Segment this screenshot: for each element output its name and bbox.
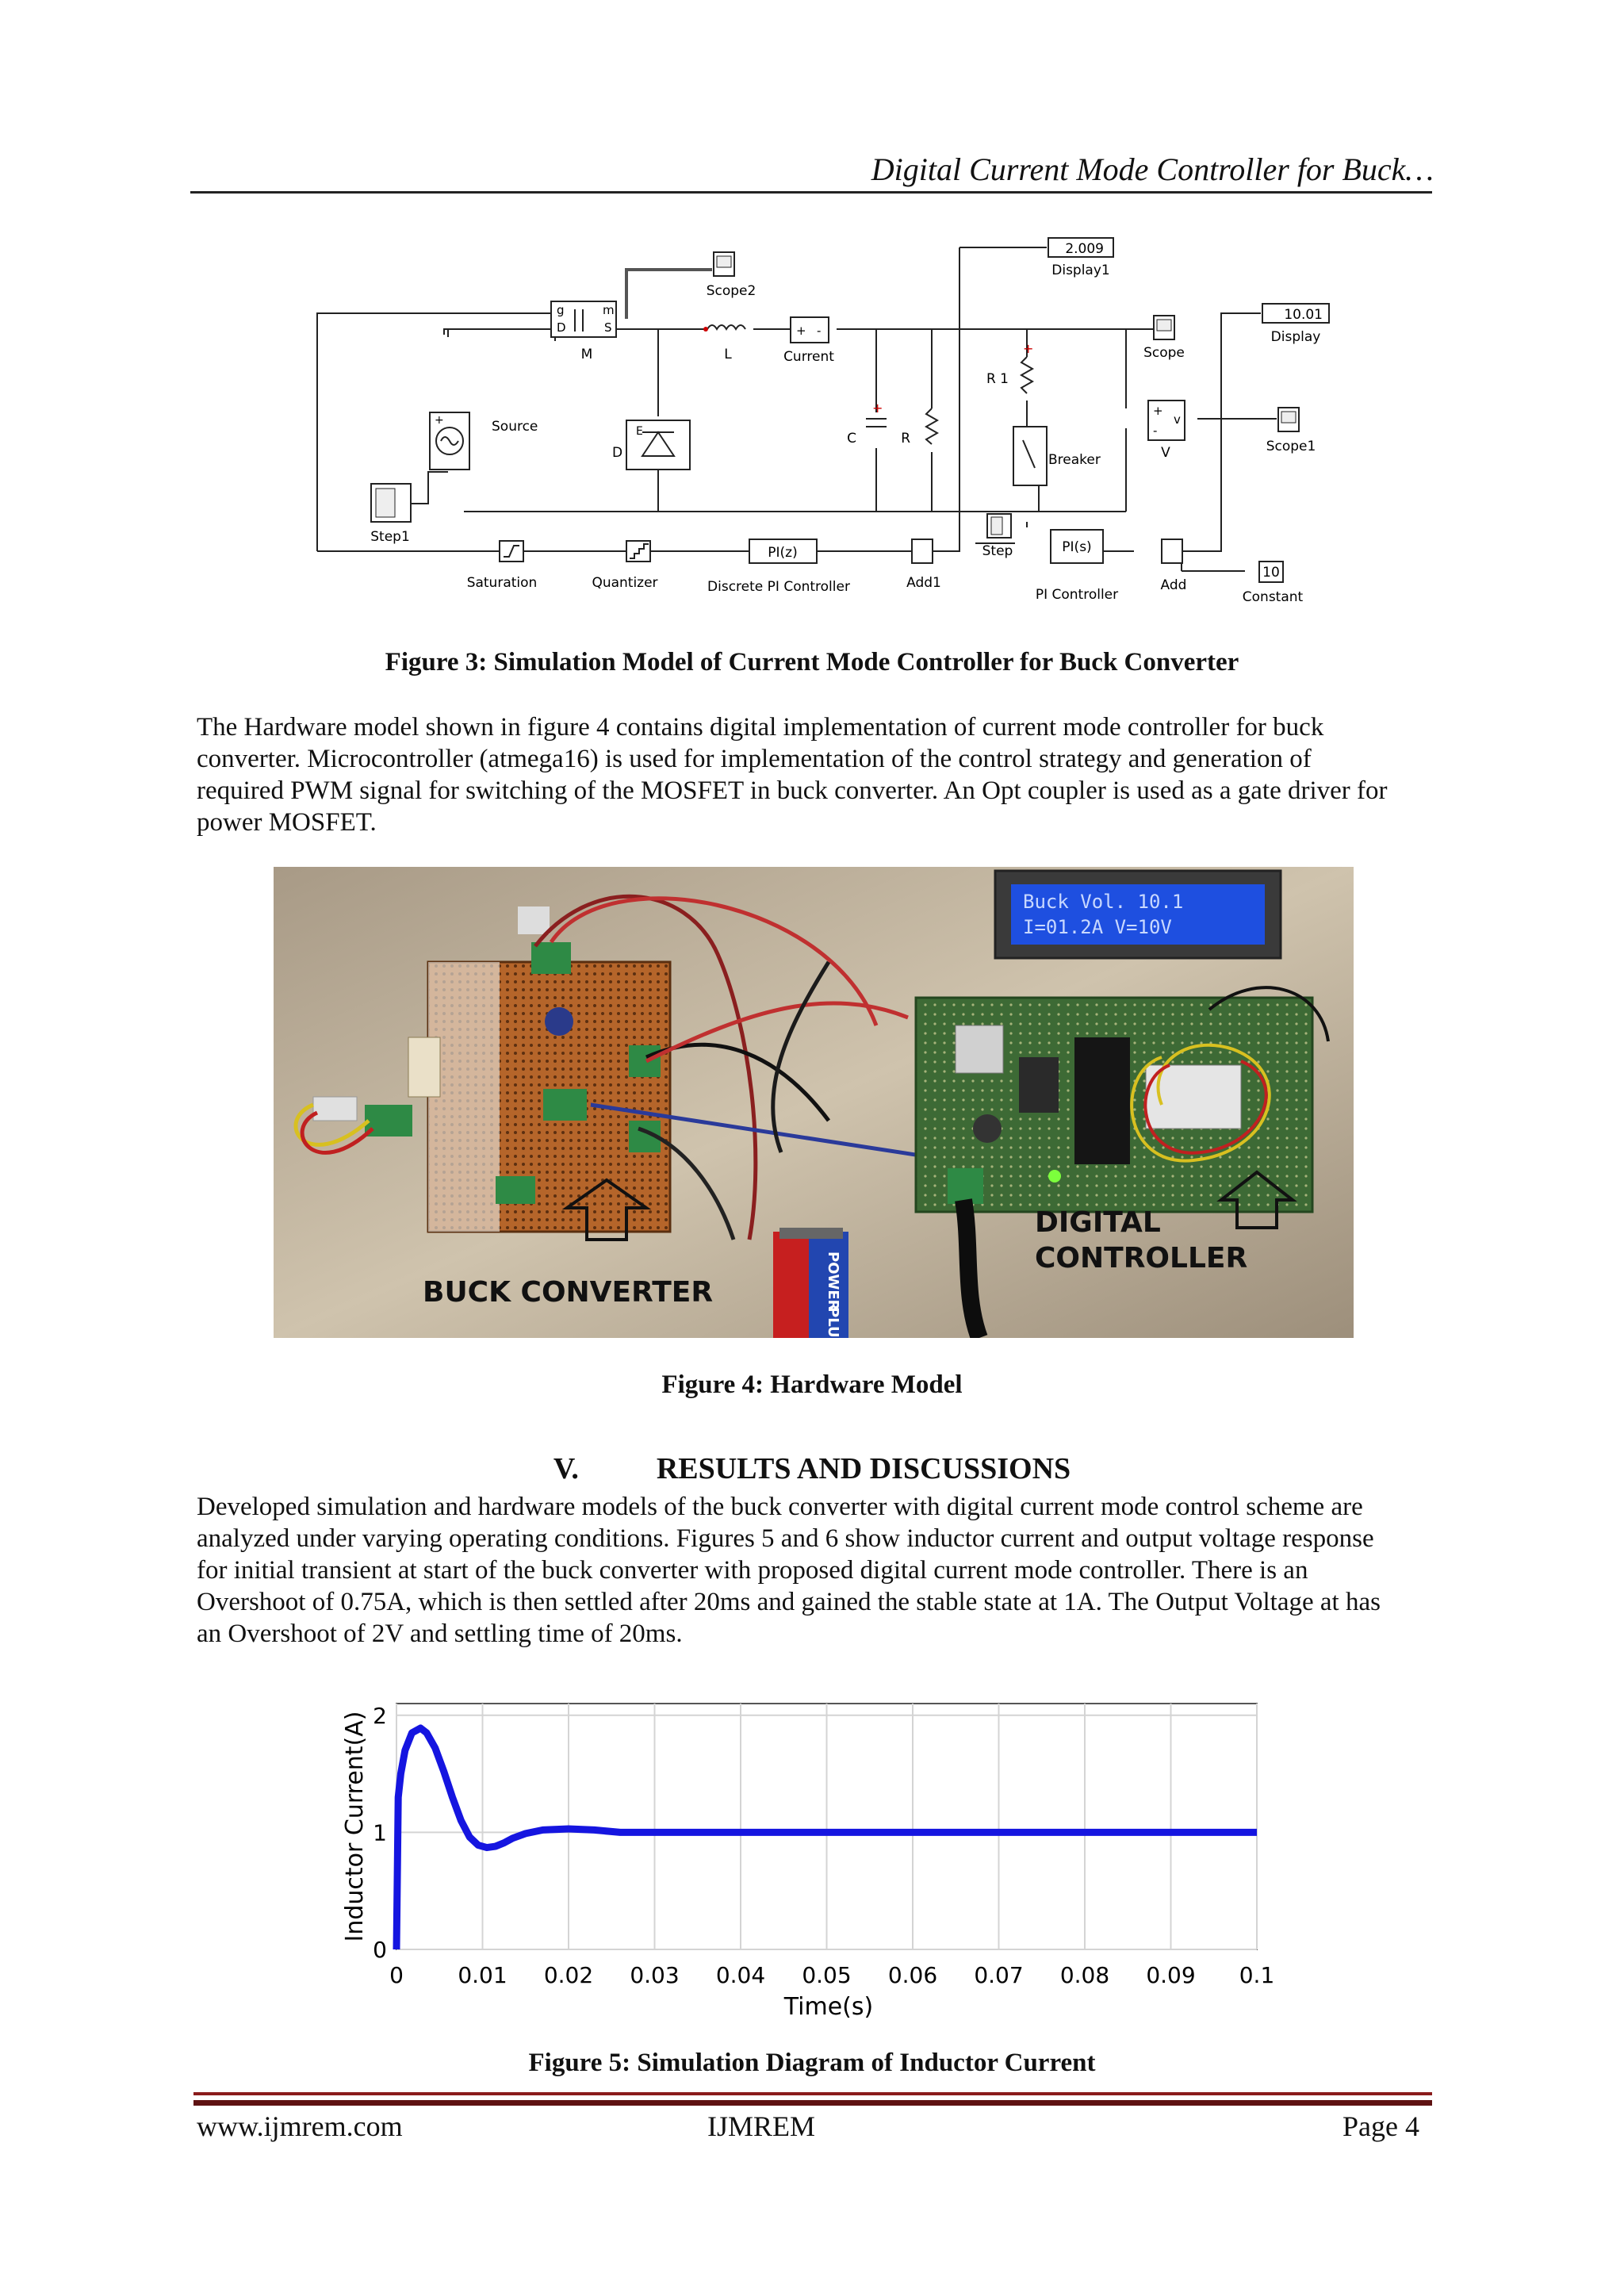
running-title: Digital Current Mode Controller for Buck… (871, 151, 1434, 187)
footer-rule-top (193, 2092, 1432, 2095)
svg-text:-: - (1153, 424, 1157, 438)
svg-text:g: g (557, 303, 565, 317)
y-tick-label: 0 (373, 1937, 387, 1963)
diode-label: D (612, 445, 622, 461)
figure5-caption: Figure 5: Simulation Diagram of Inductor… (528, 2049, 1096, 2077)
x-tick-label: 0.09 (1146, 1962, 1195, 1988)
label-controller: CONTROLLER (1035, 1242, 1247, 1274)
scope2-label: Scope2 (707, 283, 756, 299)
current-label: Current (783, 349, 834, 365)
display1-label: Display1 (1051, 263, 1109, 278)
footer-website: www.ijmrem.com (197, 2110, 403, 2142)
svg-text:D: D (557, 320, 566, 335)
svg-text:E: E (636, 425, 643, 438)
scope-label: Scope (1143, 345, 1185, 361)
y-tick-label: 1 (373, 1819, 387, 1846)
battery-text-plus: PLUS (825, 1307, 841, 1338)
constant-label: Constant (1243, 589, 1304, 605)
series-inductor-current (393, 1724, 1257, 1950)
pi-z-block: PI(z) (768, 545, 797, 561)
pi-s-block: PI(s) (1062, 539, 1091, 555)
paragraph-results: Developed simulation and hardware models… (197, 1491, 1429, 1650)
x-axis-label: Time(s) (783, 1993, 873, 2021)
x-tick-label: 0.02 (544, 1962, 593, 1988)
saturation-label: Saturation (467, 575, 538, 591)
constant-value: 10 (1262, 565, 1280, 581)
x-tick-label: 0.04 (716, 1962, 765, 1988)
x-tick-label: 0.06 (888, 1962, 937, 1988)
svg-text:+: + (1023, 341, 1033, 356)
footer-journal: IJMREM (707, 2110, 816, 2142)
x-tick-label: 0.08 (1060, 1962, 1109, 1988)
quantizer-label: Quantizer (592, 575, 657, 591)
step1-label: Step1 (370, 529, 410, 545)
figure3-caption: Figure 3: Simulation Model of Current Mo… (385, 648, 1239, 677)
footer-rule-bottom (193, 2100, 1432, 2106)
display-label: Display (1271, 329, 1321, 345)
svg-text:-: - (817, 324, 821, 338)
paragraph-line: required PWM signal for switching of the… (197, 776, 1388, 805)
figure3-simulink-diagram: 2.009 Display1 10.01 Display Scope2 Scop… (316, 237, 1330, 605)
paragraph-line: power MOSFET. (197, 808, 377, 837)
figure4-hardware-photo: Buck Vol. 10.1 I=01.2A V=10V POWER PLUS … (274, 867, 1354, 1338)
lcd-line-2: I=01.2A V=10V (1023, 916, 1172, 938)
x-tick-label: 0 (389, 1962, 404, 1988)
paragraph-line: analyzed under varying operating conditi… (197, 1524, 1374, 1553)
label-buck-converter: BUCK CONVERTER (423, 1276, 713, 1309)
scope1-label: Scope1 (1266, 439, 1316, 454)
add-label: Add (1161, 577, 1187, 593)
paragraph-line: an Overshoot of 2V and settling time of … (197, 1619, 683, 1648)
display1-value: 2.009 (1065, 241, 1104, 257)
resistor-label: R (901, 431, 910, 447)
section-heading: V. RESULTS AND DISCUSSIONS (0, 1451, 1624, 1486)
section-title: RESULTS AND DISCUSSIONS (656, 1452, 1071, 1485)
svg-text:m: m (603, 303, 615, 317)
x-tick-label: 0.03 (630, 1962, 679, 1988)
mosfet-label: M (581, 347, 593, 362)
paragraph-hardware: The Hardware model shown in figure 4 con… (197, 711, 1429, 838)
lcd-line-1: Buck Vol. 10.1 (1023, 891, 1183, 913)
breaker-label: Breaker (1048, 452, 1101, 468)
step-label: Step (982, 543, 1013, 559)
svg-text:+: + (1153, 404, 1163, 418)
pi-controller-label: PI Controller (1036, 587, 1118, 603)
voltmeter-label: V (1161, 445, 1170, 461)
paragraph-line: Overshoot of 0.75A, which is then settle… (197, 1588, 1381, 1616)
display-value: 10.01 (1284, 307, 1323, 323)
r1-label: R 1 (986, 371, 1009, 387)
paragraph-line: Developed simulation and hardware models… (197, 1493, 1363, 1521)
inductor-label: L (724, 347, 732, 362)
discrete-pi-label: Discrete PI Controller (707, 579, 850, 595)
capacitor-label: C (847, 431, 856, 447)
svg-text:S: S (604, 320, 612, 335)
battery-text-power: POWER (825, 1251, 841, 1311)
svg-text:+: + (796, 324, 806, 338)
x-tick-label: 0.1 (1239, 1962, 1275, 1988)
y-axis-label: Inductor Current(A) (341, 1711, 369, 1941)
x-tick-label: 0.05 (802, 1962, 851, 1988)
add1-label: Add1 (906, 575, 941, 591)
figure4-caption: Figure 4: Hardware Model (661, 1370, 963, 1399)
x-tick-label: 0.07 (974, 1962, 1023, 1988)
x-tick-label: 0.01 (458, 1962, 507, 1988)
svg-text:+: + (435, 414, 444, 427)
header-rule (190, 191, 1432, 194)
figure5-inductor-current-chart: 0 0.01 0.02 0.03 0.04 0.05 0.06 0.07 0.08 0.09 0.1… (341, 1703, 1275, 2021)
y-tick-label: 2 (373, 1703, 387, 1729)
paragraph-line: for initial transient at start of the bu… (197, 1556, 1308, 1585)
paragraph-line: The Hardware model shown in figure 4 con… (197, 713, 1324, 742)
label-digital: DIGITAL (1035, 1206, 1161, 1239)
svg-text:v: v (1174, 412, 1181, 427)
footer-page-number: Page 4 (1342, 2110, 1419, 2142)
paragraph-line: converter. Microcontroller (atmega16) is… (197, 745, 1312, 773)
source-label: Source (492, 419, 538, 435)
section-number: V. (553, 1452, 579, 1485)
svg-text:+: + (872, 401, 883, 416)
